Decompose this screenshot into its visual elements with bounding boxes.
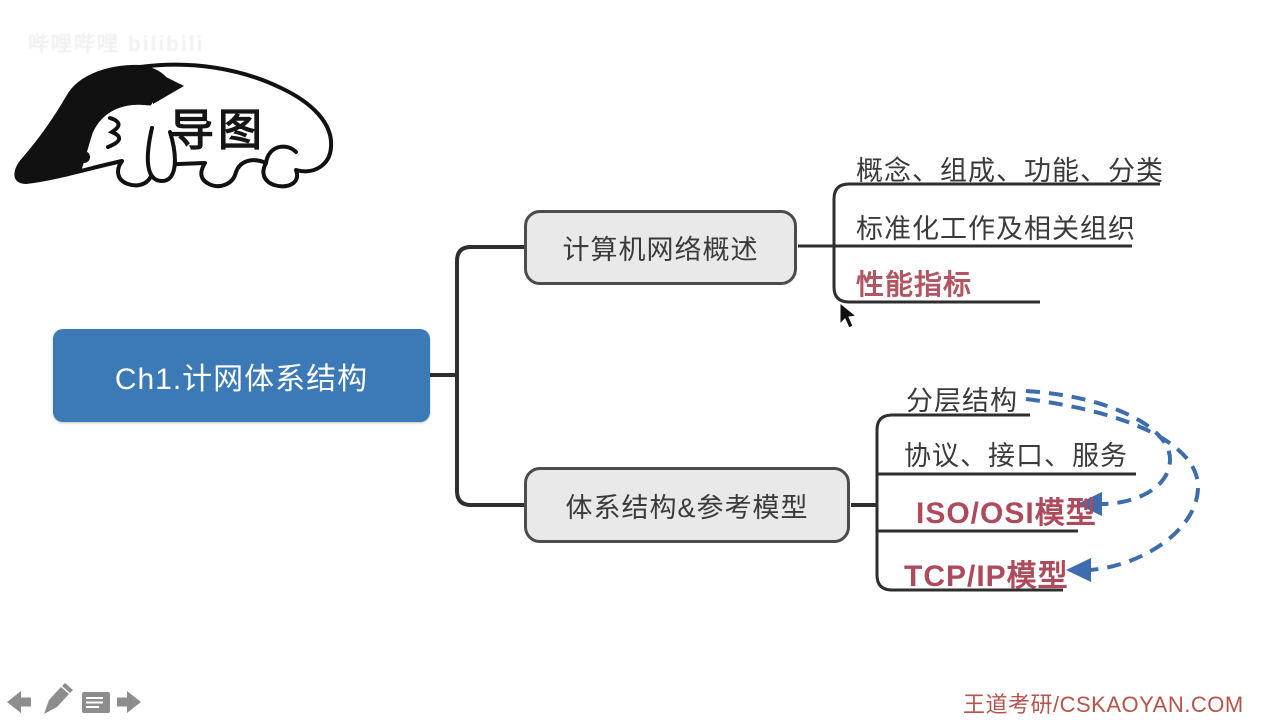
leaf-tcp-ip-model[interactable]: TCP/IP模型: [904, 560, 1069, 593]
lying-person-doodle-icon: [14, 62, 334, 189]
arrowhead-iso-osi: [1077, 492, 1102, 516]
arrow-to-iso-osi: [1025, 389, 1173, 507]
forward-arrow-icon[interactable]: [117, 691, 141, 713]
leaf-performance-metrics[interactable]: 性能指标: [856, 269, 973, 300]
branch-node-network-overview[interactable]: 计算机网络概述: [524, 210, 797, 285]
dashed-annotation-arrows: [1025, 389, 1201, 582]
mindmap-root-node[interactable]: Ch1.计网体系结构: [53, 329, 430, 422]
doodle-caption: 导图: [170, 106, 266, 155]
branch-node-architecture-models[interactable]: 体系结构&参考模型: [524, 467, 850, 543]
leaf-standardization[interactable]: 标准化工作及相关组织: [856, 214, 1136, 244]
leaf-concept-composition[interactable]: 概念、组成、功能、分类: [856, 156, 1164, 186]
leaf-protocol-interface-service[interactable]: 协议、接口、服务: [904, 441, 1128, 471]
bilibili-watermark: 哔哩哔哩 bilibili: [28, 33, 205, 56]
back-arrow-icon[interactable]: [7, 691, 31, 713]
leaf-iso-osi-model[interactable]: ISO/OSI模型: [916, 497, 1097, 530]
mouse-cursor: [839, 301, 858, 329]
leaf-layered-structure[interactable]: 分层结构: [906, 386, 1018, 416]
mindmap-connectors: [430, 182, 1160, 592]
presenter-toolbar: [7, 683, 141, 714]
notes-icon[interactable]: [82, 692, 110, 713]
pencil-icon[interactable]: [44, 683, 73, 714]
arrow-to-tcp-ip: [1025, 397, 1201, 572]
arrowhead-tcp-ip: [1066, 558, 1091, 582]
cskaoyan-watermark: 王道考研/CSKAOYAN.COM: [963, 692, 1244, 717]
